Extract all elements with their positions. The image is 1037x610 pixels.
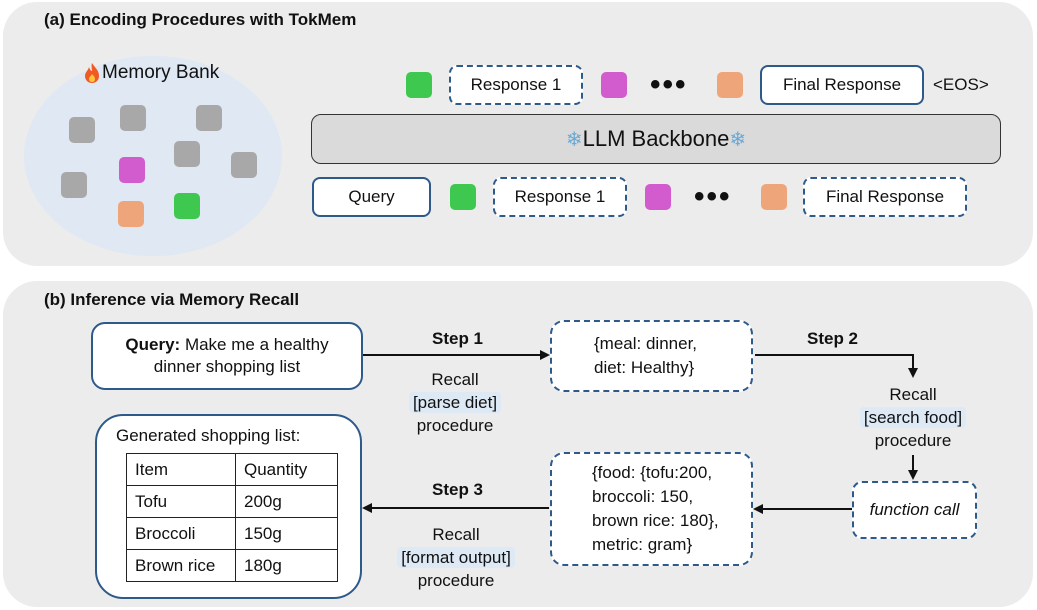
- quantity-cell: 150g: [235, 517, 338, 550]
- memory-token-magenta: [119, 157, 145, 183]
- quantity-cell: 200g: [235, 485, 338, 518]
- function-call-label: function call: [869, 500, 960, 519]
- query-label: Query:: [125, 335, 181, 354]
- final-response-box: Final Response: [803, 177, 967, 217]
- token-orange: [761, 184, 787, 210]
- token-green: [450, 184, 476, 210]
- memory-token-gray: [61, 172, 87, 198]
- memory-token-gray: [174, 141, 200, 167]
- memory-token-gray: [120, 105, 146, 131]
- food-output-box: {food: {tofu:200, broccoli: 150, brown r…: [550, 452, 753, 566]
- food-line: metric: gram}: [592, 535, 693, 554]
- procedure-tag: [format output]: [397, 547, 515, 568]
- diet-output-box: {meal: dinner, diet: Healthy}: [550, 320, 753, 392]
- token-magenta: [645, 184, 671, 210]
- column-header: Item: [126, 453, 236, 486]
- step3-recall: Recall [format output] procedure: [381, 523, 531, 592]
- table-header-row: Item Quantity: [126, 453, 338, 486]
- item-cell: Broccoli: [126, 517, 236, 550]
- food-line: {food: {tofu:200,: [592, 463, 713, 482]
- shopping-list-title: Generated shopping list:: [116, 426, 301, 445]
- memory-token-gray: [231, 152, 257, 178]
- snowflake-icon: ❄: [565, 128, 583, 151]
- memory-token-gray: [69, 117, 95, 143]
- function-call-box: function call: [852, 481, 977, 539]
- eos-token: <EOS>: [933, 75, 989, 94]
- section-b-title: (b) Inference via Memory Recall: [44, 290, 300, 309]
- step1-label: Step 1: [432, 329, 484, 348]
- memory-bank-title: Memory Bank: [82, 62, 219, 84]
- recall-text: Recall: [432, 525, 480, 544]
- table-row: Tofu 200g: [126, 485, 338, 518]
- step2-recall: Recall [search food] procedure: [838, 383, 988, 452]
- llm-backbone-label: LLM Backbone: [582, 126, 730, 151]
- ellipsis: •••: [650, 68, 688, 101]
- step3-label: Step 3: [432, 480, 484, 499]
- final-response-box: Final Response: [760, 65, 924, 105]
- procedure-tag: [search food]: [859, 407, 967, 428]
- ellipsis: •••: [694, 180, 732, 213]
- diet-line: {meal: dinner,: [594, 334, 698, 353]
- query-card: Query: Make me a healthy dinner shopping…: [91, 322, 363, 390]
- table-row: Broccoli 150g: [126, 517, 338, 550]
- item-cell: Brown rice: [126, 549, 236, 582]
- section-a-title: (a) Encoding Procedures with TokMem: [44, 10, 357, 29]
- table-row: Brown rice 180g: [126, 549, 338, 582]
- step2-label: Step 2: [807, 329, 859, 348]
- recall-text: Recall: [431, 370, 479, 389]
- procedure-text: procedure: [874, 431, 952, 450]
- memory-token-orange: [118, 201, 144, 227]
- food-line: brown rice: 180},: [592, 511, 719, 530]
- token-green: [406, 72, 432, 98]
- quantity-cell: 180g: [235, 549, 338, 582]
- diet-line: diet: Healthy}: [594, 358, 695, 377]
- item-cell: Tofu: [126, 485, 236, 518]
- memory-bank-label: Memory Bank: [102, 62, 220, 83]
- step2-arrow: [755, 354, 918, 378]
- step1-recall: Recall [parse diet] procedure: [380, 368, 530, 437]
- token-orange: [717, 72, 743, 98]
- shopping-list-card: Generated shopping list: Item Quantity T…: [95, 414, 362, 599]
- query-text: Make me a healthy dinner shopping list: [153, 335, 329, 376]
- response-1-box: Response 1: [449, 65, 583, 105]
- token-magenta: [601, 72, 627, 98]
- column-header: Quantity: [235, 453, 338, 486]
- food-line: broccoli: 150,: [592, 487, 694, 506]
- response-1-box: Response 1: [493, 177, 627, 217]
- procedure-text: procedure: [417, 571, 495, 590]
- llm-backbone: ❄ LLM Backbone ❄: [311, 114, 1001, 164]
- recall-text: Recall: [889, 385, 937, 404]
- procedure-text: procedure: [416, 416, 494, 435]
- procedure-tag: [parse diet]: [408, 392, 502, 413]
- memory-token-green: [174, 193, 200, 219]
- memory-token-gray: [196, 105, 222, 131]
- shopping-table: Item Quantity Tofu 200g Broccoli 150g Br…: [126, 453, 338, 582]
- query-box: Query: [312, 177, 431, 217]
- fire-icon: [82, 62, 102, 84]
- snowflake-icon: ❄: [729, 128, 747, 151]
